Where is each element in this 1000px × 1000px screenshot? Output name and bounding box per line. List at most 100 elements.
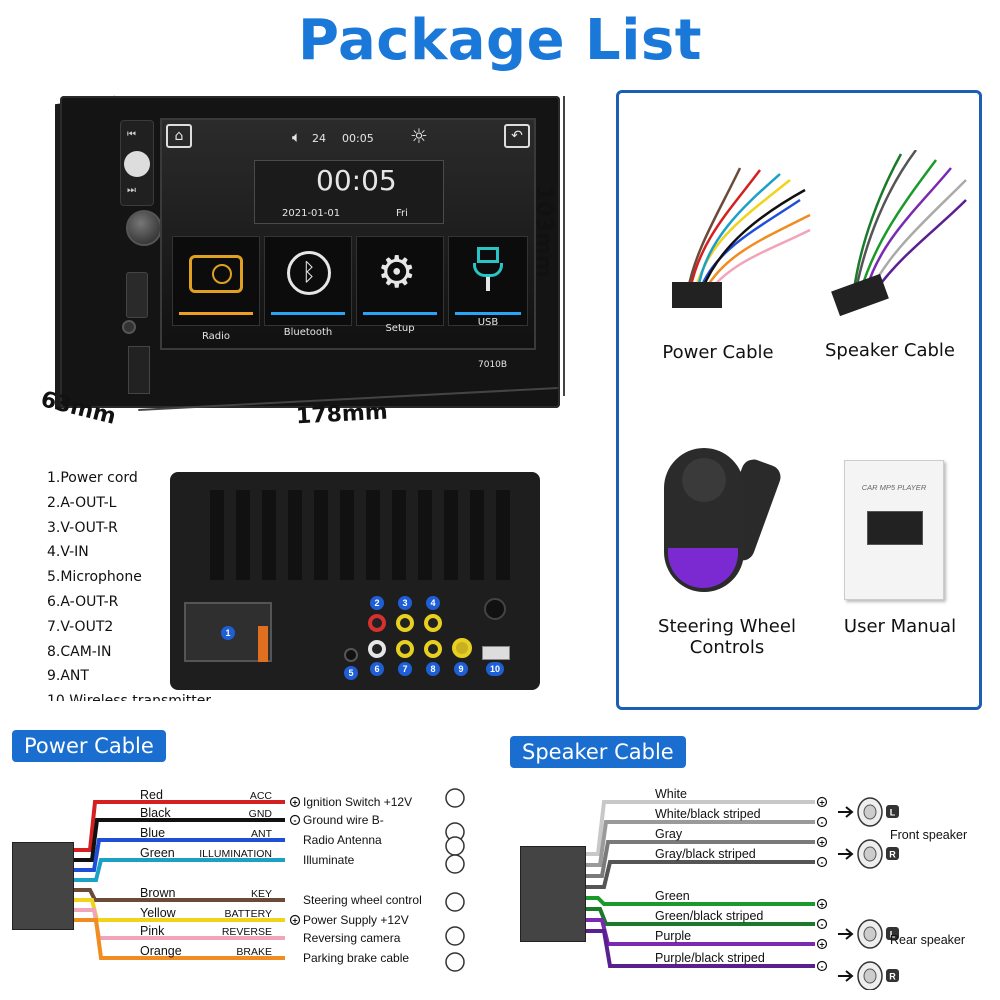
power-connector — [12, 842, 74, 930]
polarity-icon — [289, 914, 301, 926]
port-number-3: 3 — [398, 596, 412, 610]
speaker-channel: L — [890, 930, 896, 940]
svg-text:-: - — [821, 962, 824, 972]
radio-icon — [189, 255, 243, 293]
legend-item: 4.V-IN — [47, 544, 89, 561]
page-title: Package List — [297, 8, 703, 73]
svg-text:-: - — [821, 818, 824, 828]
svg-text:+: + — [819, 900, 824, 910]
usb-socket — [482, 646, 510, 660]
wire-desc: Ignition Switch +12V — [303, 795, 412, 809]
heat-sink-fin — [340, 490, 354, 580]
speaker-cable-tag: Speaker Cable — [510, 736, 686, 768]
wire-color-label: Pink — [140, 924, 165, 938]
wire-color-label: Gray — [655, 827, 683, 841]
clock-time: 00:05 — [316, 164, 397, 197]
speaker-wire: Gray/black striped- — [586, 847, 828, 889]
polarity-icon — [816, 918, 828, 930]
legend-item: 7.V-OUT2 — [47, 618, 114, 635]
antenna-icon — [445, 836, 465, 856]
wire-color-label: Green/black striped — [655, 909, 763, 923]
package-item-user-manual: User Manual — [843, 616, 957, 637]
wire-desc: Steering wheel control — [303, 893, 422, 907]
heat-sink-fin — [210, 490, 224, 580]
tile-label: Bluetooth — [283, 327, 333, 338]
wire-desc: Reversing camera — [303, 931, 401, 945]
wire-pin-label: GND — [249, 808, 273, 820]
wire-pin-label: BATTERY — [225, 908, 272, 920]
wire-pin-label: KEY — [251, 888, 272, 900]
wire-color-label: Green — [140, 846, 175, 860]
polarity-icon — [816, 960, 828, 972]
heat-sink-fin — [262, 490, 276, 580]
power-button-icon — [124, 151, 150, 177]
speaker-connector — [520, 846, 586, 942]
wire-desc: Power Supply +12V — [303, 913, 409, 927]
package-item-power-cable: Power Cable — [662, 342, 774, 363]
volume-knob — [126, 210, 162, 246]
wire-color-label: Blue — [140, 826, 165, 840]
volume-icon: 🔈︎ — [292, 128, 302, 146]
wire-color-label: Red — [140, 788, 163, 802]
steering-wheel-icon — [445, 892, 465, 912]
antenna-jack — [452, 638, 472, 658]
tile-setup: ⚙ Setup — [356, 236, 444, 334]
aux-jack — [122, 320, 136, 334]
headlight-icon — [445, 854, 465, 874]
wire-color-label: Orange — [140, 944, 182, 958]
wire-color-label: Brown — [140, 886, 175, 900]
wire-desc: Illuminate — [303, 853, 355, 867]
svg-text:+: + — [819, 838, 824, 848]
parking-brake-icon — [445, 952, 465, 972]
speaker-wire: Green + — [586, 889, 828, 910]
height-dimension: 103mm — [531, 186, 556, 278]
rca-jack — [424, 640, 442, 658]
wire-desc: Ground wire B- — [303, 813, 384, 827]
svg-text:+: + — [292, 916, 297, 926]
wire-pin-label: REVERSE — [222, 926, 272, 938]
rca-jack — [396, 640, 414, 658]
wire-desc: Radio Antenna — [303, 833, 382, 847]
polarity-icon — [289, 796, 301, 808]
tile-usb: USB — [448, 236, 528, 328]
wire-pin-label: ACC — [250, 790, 273, 802]
wire-color-label: Gray/black striped — [655, 847, 756, 861]
port-number-4: 4 — [426, 596, 440, 610]
wire-color-label: White/black striped — [655, 807, 761, 821]
speaker-icon: R — [838, 839, 899, 869]
speaker-wires: White+White/black striped-Gray+Gray/blac… — [586, 787, 899, 990]
brightness-icon: ☼ — [410, 124, 428, 148]
heat-sink-fin — [236, 490, 250, 580]
prev-icon: ⏮ — [127, 129, 136, 140]
polarity-icon — [816, 898, 828, 910]
legend-item: 1.Power cord — [47, 470, 138, 486]
rear-speaker-label: Rear speaker — [890, 933, 966, 947]
back-icon: ↶ — [504, 124, 530, 148]
svg-text:+: + — [819, 798, 824, 808]
polarity-icon — [816, 836, 828, 848]
bluetooth-icon: ᛒ — [287, 251, 331, 295]
heat-sink-fin — [444, 490, 458, 580]
svg-text:+: + — [819, 940, 824, 950]
tile-label: USB — [477, 317, 499, 328]
width-dimension: 178mm — [295, 399, 389, 430]
legend-item: 2.A-OUT-L — [47, 494, 117, 511]
model-label: 7010B — [478, 360, 508, 370]
speaker-icon: L — [838, 797, 899, 827]
power-wire: Brown KEY Steering wheel control — [74, 886, 422, 907]
svg-text:-: - — [294, 816, 297, 826]
port-number-1: 1 — [221, 626, 235, 640]
rca-jack — [368, 640, 386, 658]
microphone-jack — [344, 648, 358, 662]
package-item-speaker-cable: Speaker Cable — [824, 340, 956, 361]
polarity-icon — [816, 856, 828, 868]
rca-jack — [368, 614, 386, 632]
tile-label: Setup — [385, 323, 415, 334]
port-number-9: 9 — [454, 662, 468, 676]
wire-color-label: Green — [655, 889, 690, 903]
manual-cover-text: CAR MP5 PLAYER — [861, 483, 927, 492]
wire-color-label: Yellow — [140, 906, 177, 920]
mic-jack — [484, 598, 506, 620]
heat-sink-fin — [496, 490, 510, 580]
